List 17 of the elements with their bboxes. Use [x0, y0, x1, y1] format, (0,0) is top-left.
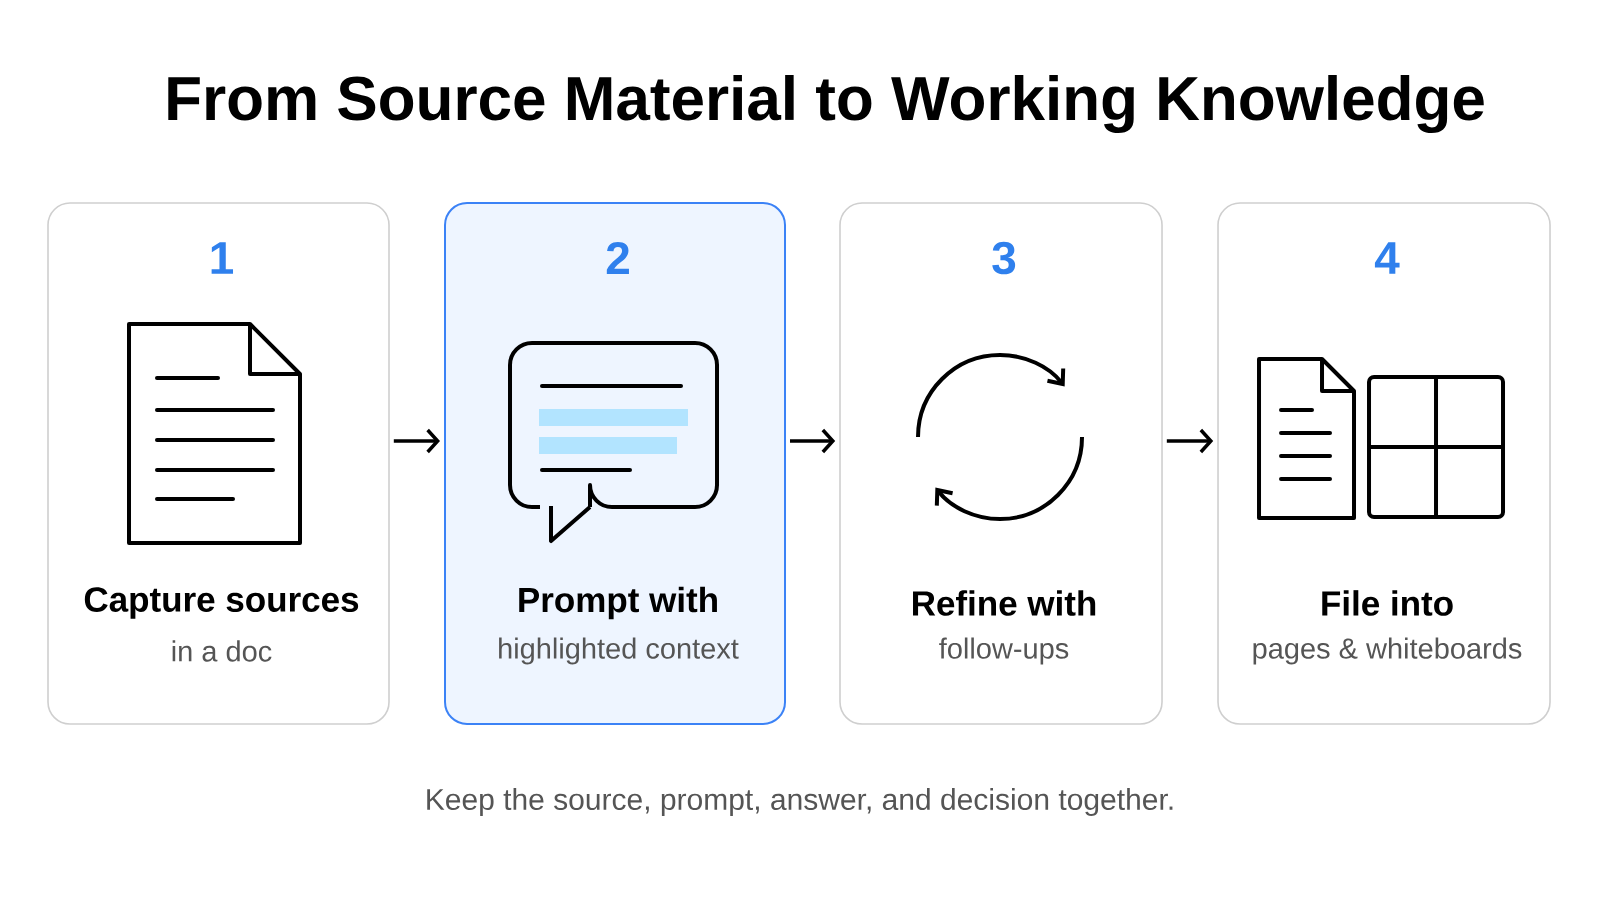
step-number: 1 [211, 242, 233, 274]
step-number: 3 [992, 241, 1016, 275]
arrow [393, 428, 440, 454]
step-title: Prompt with [519, 586, 717, 620]
arrow [1166, 428, 1214, 454]
step-subtitle: highlighted context [499, 637, 739, 665]
step-subtitle: follow-ups [939, 637, 1069, 665]
step-number: 4 [1374, 242, 1400, 274]
step-title: Refine with [913, 590, 1096, 616]
step-title: File into [1322, 590, 1453, 616]
step-subtitle: in a doc [172, 640, 272, 662]
arrow [790, 428, 836, 454]
step-title: Capture sources [84, 587, 359, 619]
step-subtitle: pages & whiteboards [1253, 637, 1522, 665]
title: From Source Material to Working Knowledge [168, 75, 1484, 134]
caption: Keep the source, prompt, answer, and decision together. [427, 788, 1173, 816]
step-number: 2 [606, 241, 629, 275]
